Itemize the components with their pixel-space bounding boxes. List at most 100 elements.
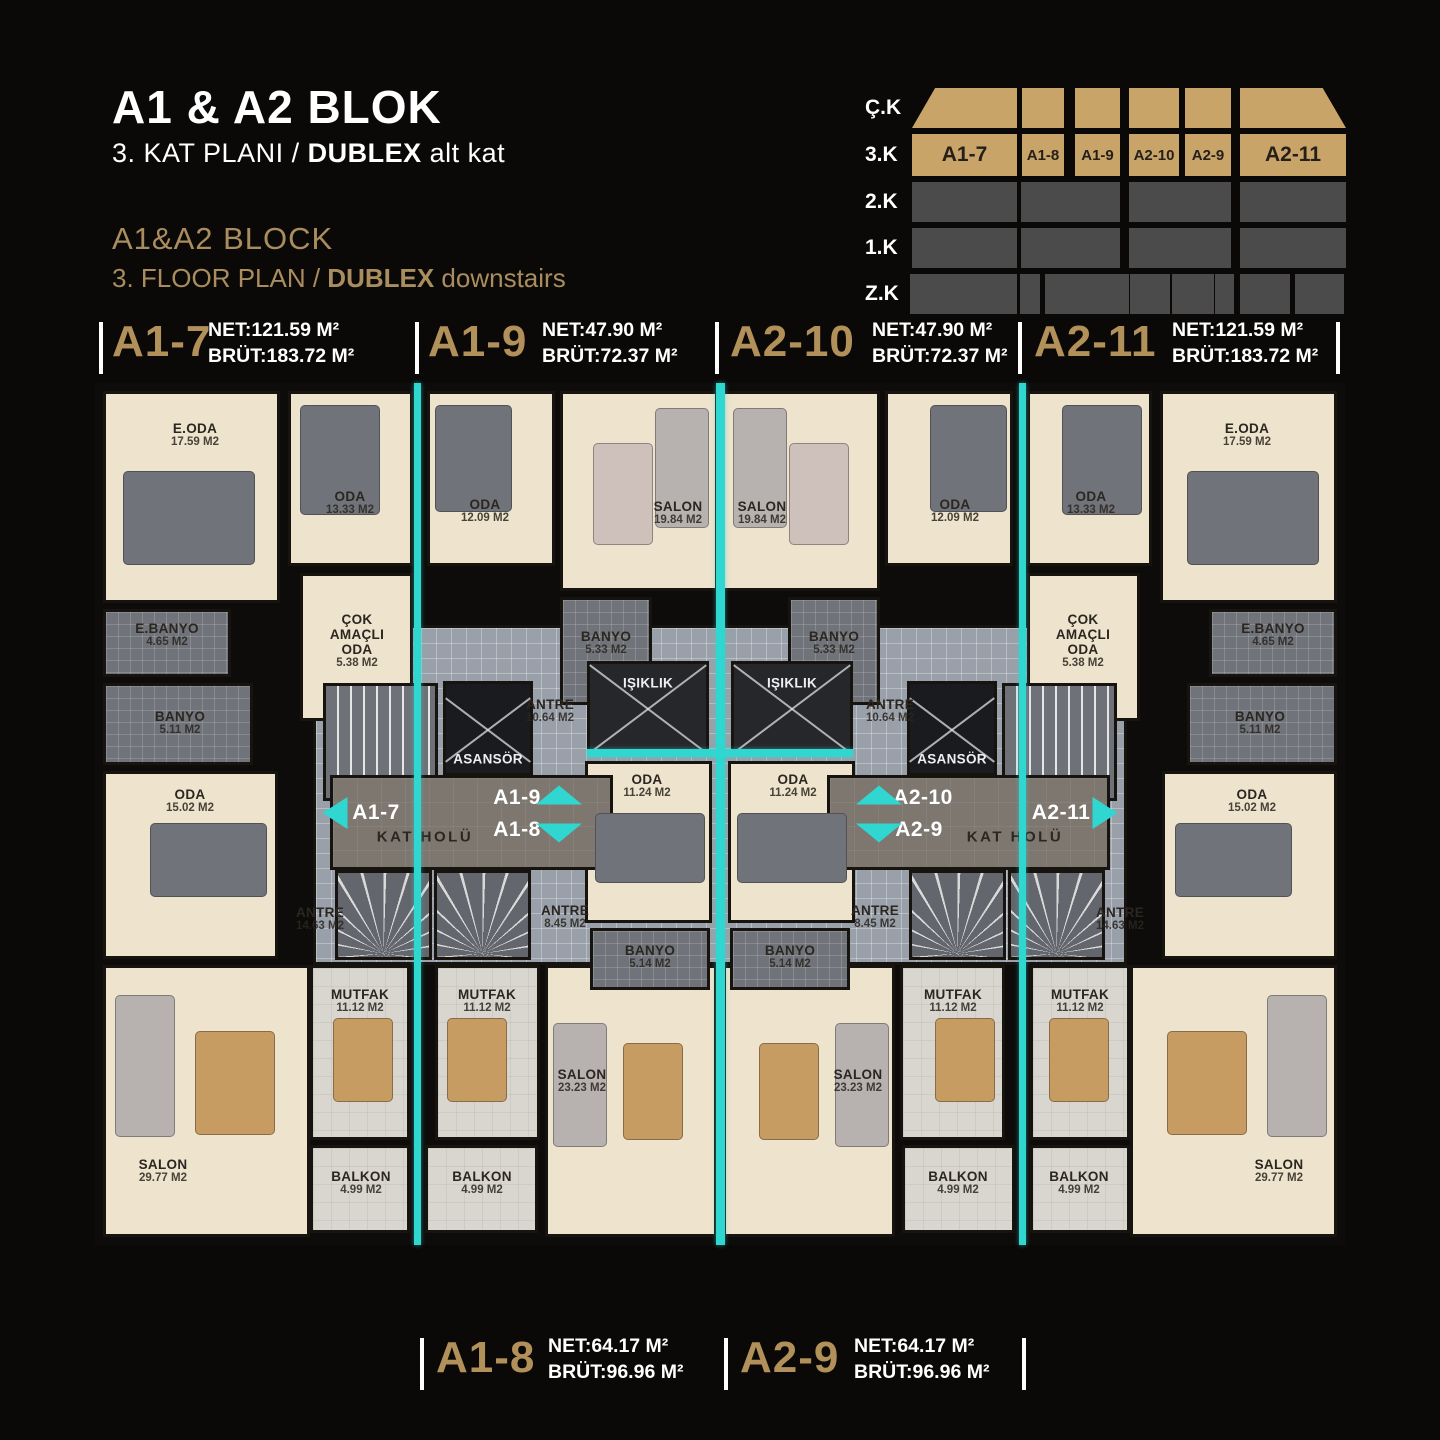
room-name: BANYO [1234,709,1286,725]
key-plan-cell [1021,182,1120,222]
separator-bar [1336,322,1340,374]
subtitle-en-prefix: 3. FLOOR PLAN / [112,263,328,293]
room-name: BANYO [764,943,816,959]
unit-code-a1-7: A1-7 [112,317,212,366]
key-plan-cell-a1-9: A1-9 [1075,134,1120,176]
key-plan-cell-a1-8: A1-8 [1022,134,1064,176]
divider-line-2 [716,383,725,1245]
room-name: BALKON [928,1169,988,1185]
unit-net-area: NET:64.17 M² [854,1335,975,1357]
unit-pointer-label-a1-8: A1-8 [493,818,541,841]
room-name: ODA [631,772,663,788]
room-banyo511-a211 [1187,683,1337,765]
key-plan-cell [910,274,1017,314]
room-area: 17.59 M2 [1223,436,1271,449]
room-area: 14.63 M2 [1096,920,1144,933]
room-name: SALON [653,499,703,515]
furniture-sofa [733,408,787,528]
room-name: E.BANYO [135,621,199,637]
furniture-bed [930,405,1007,512]
unit-pointer-label-a2-11: A2-11 [1031,801,1091,824]
room-name: IŞIKLIK [622,675,674,691]
furniture-rug [593,443,653,545]
unit-pointer-label-a1-7: A1-7 [352,801,400,824]
room-area: 13.33 M2 [326,504,374,517]
room-name: ANTRE [1096,905,1144,921]
furniture-table [195,1031,275,1135]
divider-line-4 [587,749,853,757]
furniture-table [1167,1031,1247,1135]
room-ebanyo-a17 [103,609,231,677]
room-name: BANYO [580,629,632,645]
room-name: SALON [833,1067,883,1083]
room-name: ANTRE [296,905,344,921]
separator-bar [715,322,719,374]
room-name: BANYO [154,709,206,725]
unit-pointer-arrow-up-icon [536,785,582,805]
room-name: ÇOK AMAÇLI ODA [329,611,385,658]
room-banyo511-a17 [103,683,253,765]
room-area: 10.64 M2 [866,712,914,725]
furniture-table [333,1018,393,1102]
unit-gross-area: BRÜT:183.72 M² [1172,345,1319,367]
room-name: BALKON [331,1169,391,1185]
unit-pointer-label-a2-10: A2-10 [893,786,953,809]
furniture-bed [1062,405,1142,515]
key-plan-cell [1172,274,1214,314]
room-name: BANYO [808,629,860,645]
key-plan-cell-a2-9: A2-9 [1185,134,1231,176]
unit-gross-area: BRÜT:72.37 M² [542,345,678,367]
lightwell-left [587,661,709,755]
unit-pointer-label-a1-9: A1-9 [493,786,541,809]
title-block: A1 & A2 BLOK 3. KAT PLANI / DUBLEX alt k… [112,84,566,294]
room-area: 17.59 M2 [171,436,219,449]
key-plan-cell [1215,274,1234,314]
room-name: ODA [777,772,809,788]
key-plan-cell [1129,228,1231,268]
furniture-sofa [1267,995,1327,1137]
room-area: 5.14 M2 [629,958,671,971]
stair-fan-right-1 [909,870,1006,960]
room-area: 11.12 M2 [929,1002,977,1015]
separator-bar [1018,322,1022,374]
unit-net-area: NET:121.59 M² [208,319,340,341]
key-plan-unit-label: A1-7 [941,143,988,166]
room-name: BALKON [1049,1169,1109,1185]
separator-bar [99,322,103,374]
stair-fan-left-2 [434,870,531,960]
subtitle-en-suffix: downstairs [434,263,566,293]
key-plan-cell-a1-7: A1-7 [912,134,1017,176]
unit-net-area: NET:121.59 M² [1172,319,1304,341]
room-name: MUTFAK [923,987,983,1003]
room-name: SALON [557,1067,607,1083]
room-name: ODA [174,787,206,803]
key-plan-cell [1185,88,1231,128]
